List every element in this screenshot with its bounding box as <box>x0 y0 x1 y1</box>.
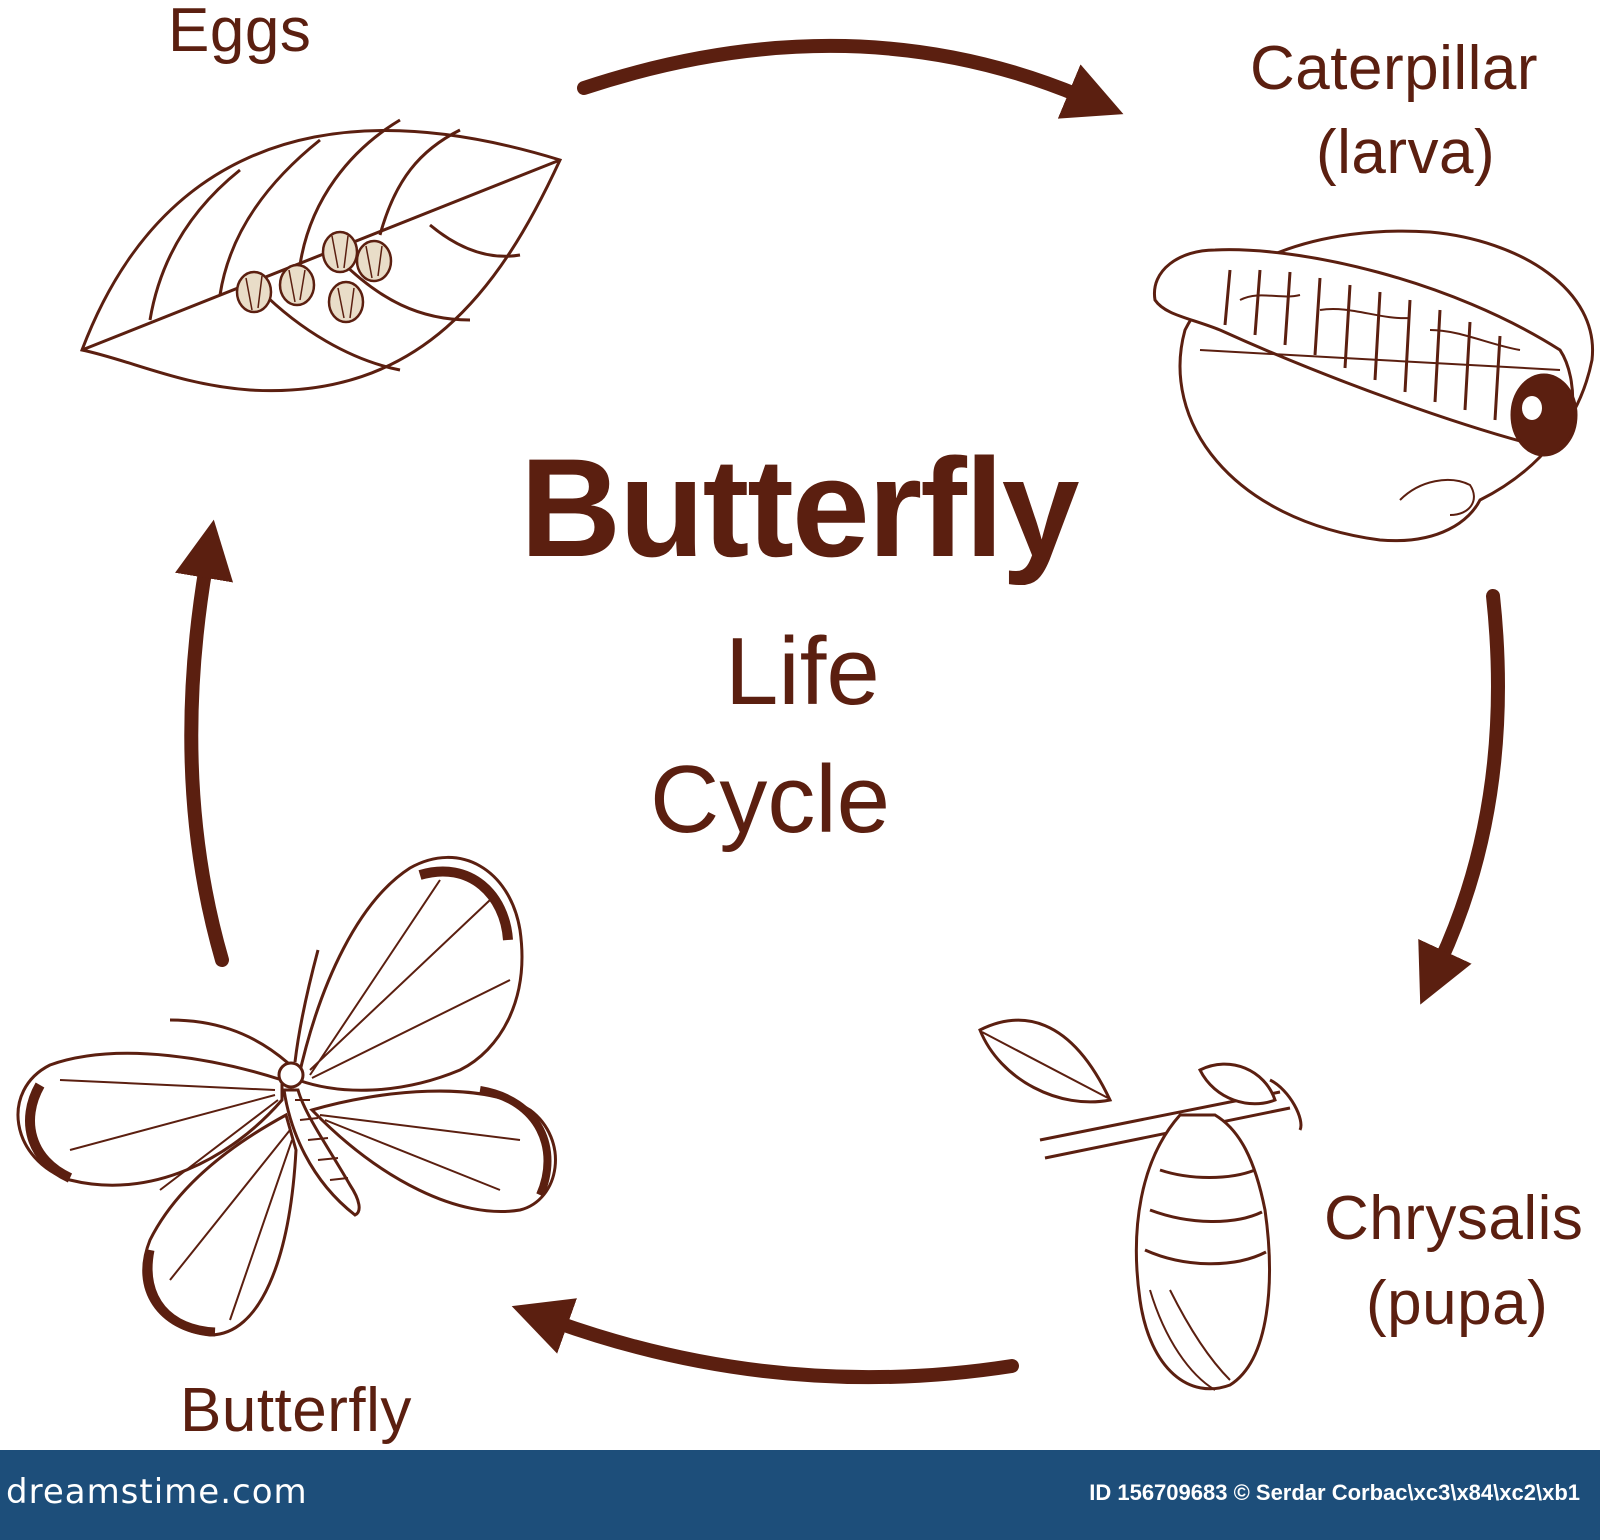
caterpillar-on-leaf-icon <box>1152 229 1594 543</box>
diagram-subtitle-line1: Life <box>725 618 880 725</box>
arrow-butterfly-to-eggs <box>175 519 234 967</box>
life-cycle-illustration <box>16 38 1594 1391</box>
footer-brand-logo[interactable]: dreamstime.com <box>6 1472 308 1512</box>
leaf-with-eggs-icon <box>79 118 563 393</box>
butterfly-icon <box>16 856 557 1337</box>
arrow-eggs-to-caterpillar <box>577 38 1124 119</box>
stage-label-larva: (larva) <box>1316 118 1496 187</box>
stage-label-eggs: Eggs <box>168 0 312 65</box>
arrow-caterpillar-to-chrysalis <box>1418 589 1505 1005</box>
chrysalis-on-branch-icon <box>978 1018 1303 1391</box>
diagram-title: Butterfly <box>520 429 1080 586</box>
stage-label-butterfly: Butterfly <box>180 1376 412 1445</box>
stage-label-caterpillar: Caterpillar <box>1250 34 1539 103</box>
diagram-subtitle-line2: Cycle <box>650 746 891 853</box>
footer-bar: dreamstime.com ID 156709683 © Serdar Cor… <box>0 1450 1600 1540</box>
arrow-chrysalis-to-butterfly <box>511 1298 1019 1385</box>
stage-label-chrysalis: Chrysalis <box>1324 1184 1584 1253</box>
stage-label-pupa: (pupa) <box>1366 1269 1549 1338</box>
footer-credit: ID 156709683 © Serdar Corbac\xc3\x84\xc2… <box>1089 1480 1580 1505</box>
